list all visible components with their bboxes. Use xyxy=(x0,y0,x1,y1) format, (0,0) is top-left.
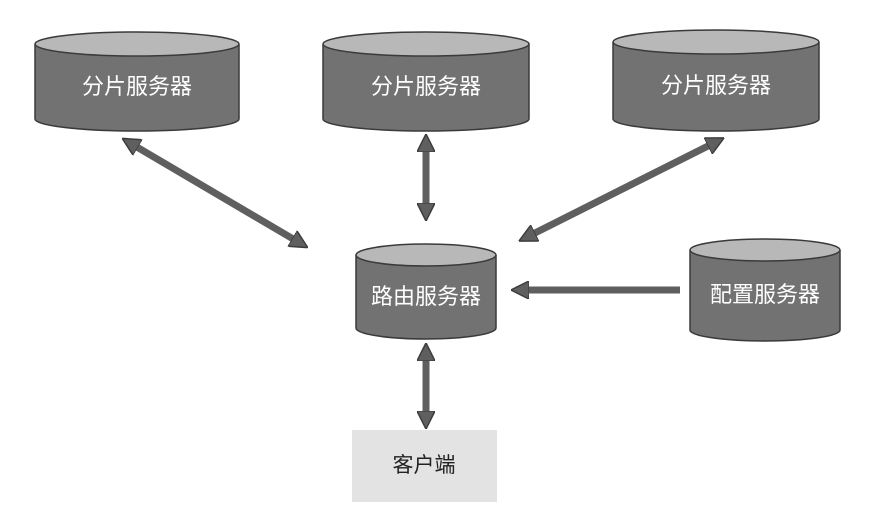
shard-server-2-label: 分片服务器 xyxy=(371,75,481,100)
shard-server-1-label: 分片服务器 xyxy=(82,75,192,100)
client: 客户端 xyxy=(352,430,497,502)
connector-arrows xyxy=(130,142,716,420)
shard-server-3-label: 分片服务器 xyxy=(661,74,771,99)
shard-server-1: 分片服务器 xyxy=(34,31,240,132)
arrow-shard3-router xyxy=(527,142,716,237)
arrow-shard1-router xyxy=(130,143,300,243)
client-label: 客户端 xyxy=(393,453,456,477)
shard-server-2: 分片服务器 xyxy=(322,31,530,132)
router-server: 路由服务器 xyxy=(355,243,497,340)
shard-server-3: 分片服务器 xyxy=(612,29,820,132)
config-server: 配置服务器 xyxy=(689,238,841,342)
config-server-label: 配置服务器 xyxy=(710,283,820,308)
router-server-label: 路由服务器 xyxy=(371,285,481,310)
client-box xyxy=(352,430,497,502)
